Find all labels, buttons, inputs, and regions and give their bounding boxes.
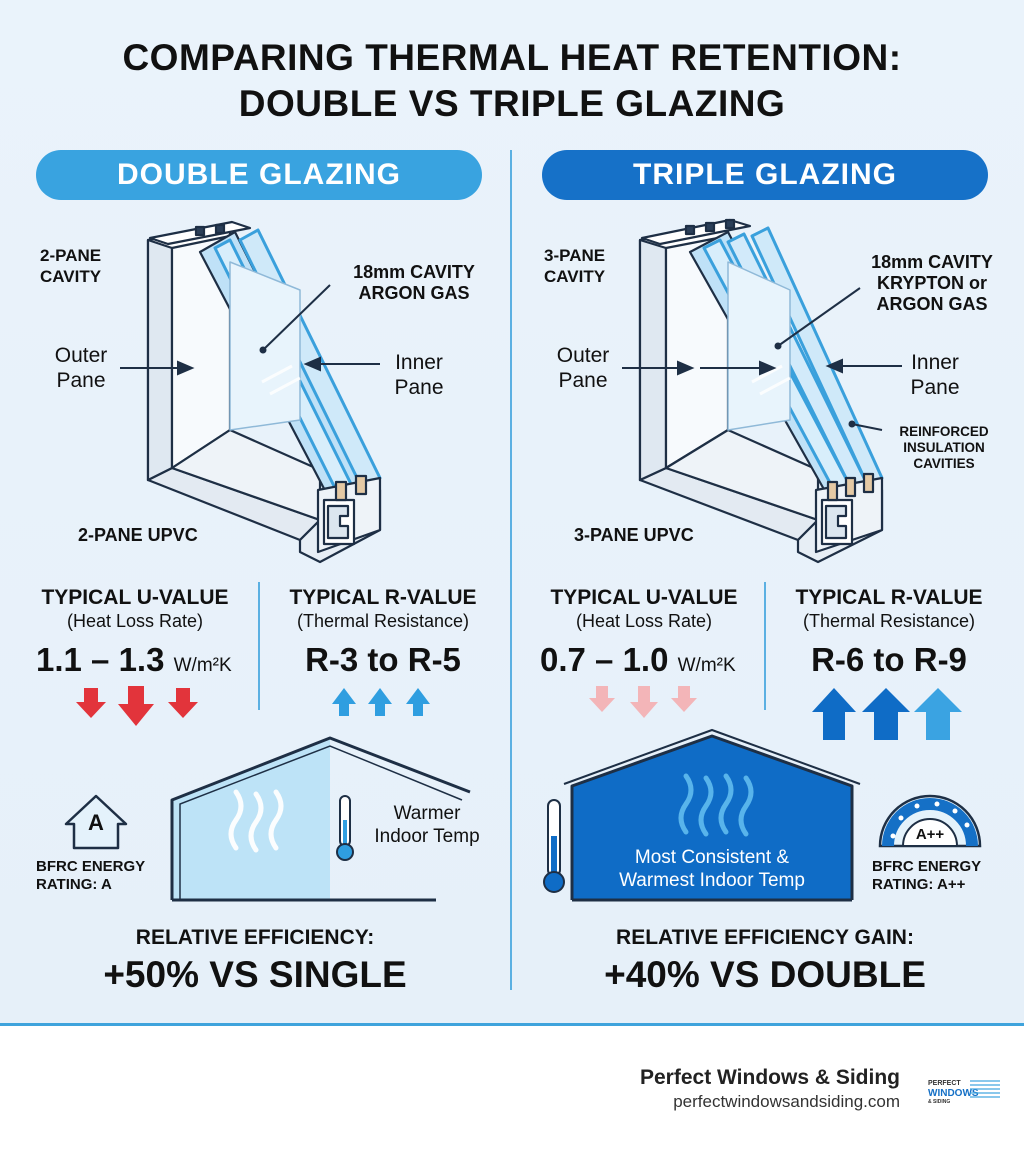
page-title-line-1: COMPARING THERMAL HEAT RETENTION:	[122, 37, 902, 78]
logo-stripes	[970, 1080, 1000, 1100]
triple-u-title: TYPICAL U-VALUE	[550, 586, 738, 609]
up-arrow-icon	[862, 688, 910, 740]
triple-u-unit: W/m²K	[677, 655, 736, 676]
footer-divider	[0, 1023, 1024, 1026]
triple-glazing-header: TRIPLE GLAZING	[542, 150, 988, 200]
double-u-sub: (Heat Loss Rate)	[66, 611, 204, 631]
footer-url[interactable]: perfectwindowsandsiding.com	[673, 1092, 900, 1111]
double-metrics-divider	[258, 582, 260, 710]
triple-efficiency-value: +40% VS DOUBLE	[604, 954, 926, 995]
page-title-line-2: DOUBLE VS TRIPLE GLAZING	[238, 83, 786, 124]
rating-gauge-icon	[878, 794, 982, 848]
double-efficiency-title: RELATIVE EFFICIENCY:	[135, 926, 375, 949]
double-r-value: R-3 to R-5	[305, 641, 461, 678]
double-u-number: 1.1 – 1.3	[36, 641, 165, 678]
double-u-unit: W/m²K	[173, 655, 232, 676]
triple-house-label: Most Consistent &Warmest Indoor Temp	[619, 847, 805, 891]
triple-rating-letter: A++	[915, 826, 945, 843]
double-r-title: TYPICAL R-VALUE	[289, 586, 477, 609]
down-arrow-icon	[168, 688, 198, 718]
up-arrow-icon	[368, 688, 392, 716]
up-arrow-icon	[812, 688, 856, 740]
down-arrow-icon	[76, 688, 106, 718]
up-arrow-icon	[914, 688, 962, 740]
triple-efficiency-title: RELATIVE EFFICIENCY GAIN:	[616, 926, 914, 949]
footer-company: Perfect Windows & Siding	[640, 1066, 900, 1089]
down-arrow-icon	[630, 686, 658, 718]
thermometer-icon	[543, 799, 565, 893]
triple-u-number: 0.7 – 1.0	[540, 641, 669, 678]
column-divider	[510, 150, 512, 990]
double-heat-loss-arrows	[76, 686, 198, 726]
double-u-title: TYPICAL U-VALUE	[41, 586, 229, 609]
down-arrow-icon	[118, 686, 154, 726]
double-r-sub: (Thermal Resistance)	[296, 611, 470, 631]
double-resistance-arrows	[332, 688, 430, 716]
down-arrow-icon	[589, 686, 615, 712]
triple-frame-label: 3-PANE UPVC	[574, 525, 694, 545]
triple-metrics-divider	[764, 582, 766, 710]
triple-u-sub: (Heat Loss Rate)	[575, 611, 713, 631]
rating-house-icon	[64, 794, 128, 850]
double-glazing-header: DOUBLE GLAZING	[36, 150, 482, 200]
double-efficiency-value: +50% VS SINGLE	[103, 954, 407, 995]
down-arrow-icon	[671, 686, 697, 712]
up-arrow-icon	[332, 688, 356, 716]
company-logo: PERFECT WINDOWS & SIDING	[928, 1080, 1004, 1110]
triple-r-value: R-6 to R-9	[811, 641, 967, 678]
thermometer-icon	[336, 795, 354, 861]
triple-heat-loss-arrows	[589, 686, 697, 718]
triple-u-value: 0.7 – 1.0 W/m²K	[540, 640, 780, 686]
double-rating-letter: A	[88, 810, 104, 835]
triple-resistance-arrows	[812, 688, 962, 740]
double-u-value: 1.1 – 1.3 W/m²K	[36, 640, 276, 686]
triple-r-title: TYPICAL R-VALUE	[795, 586, 983, 609]
triple-r-sub: (Thermal Resistance)	[802, 611, 976, 631]
up-arrow-icon	[406, 688, 430, 716]
double-frame-label: 2-PANE UPVC	[78, 525, 198, 545]
